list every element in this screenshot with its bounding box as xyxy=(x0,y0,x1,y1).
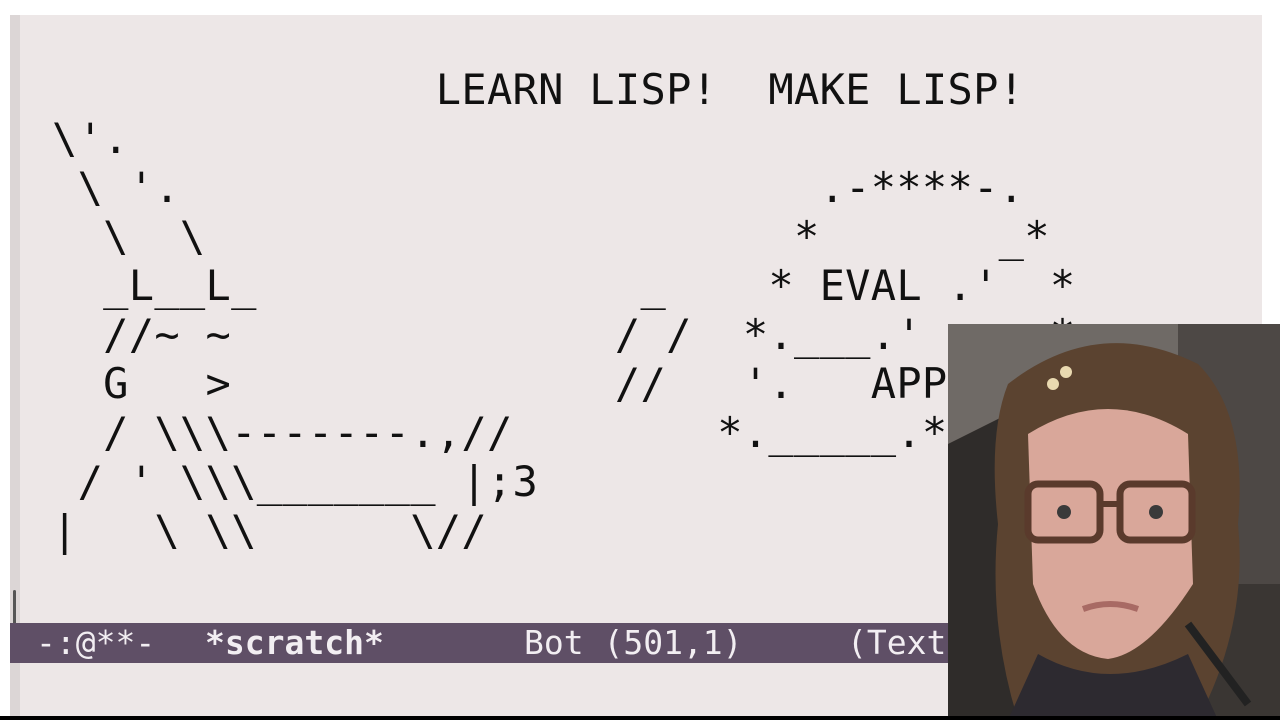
bottom-window-edge xyxy=(0,716,1280,720)
mode-line-major-mode[interactable]: (Text xyxy=(847,623,947,662)
top-window-edge xyxy=(0,0,1280,15)
scratch-buffer-text-area[interactable]: LEARN LISP! MAKE LISP! \'. \ '. .-****-.… xyxy=(20,15,1262,623)
ascii-art-text: LEARN LISP! MAKE LISP! \'. \ '. .-****-.… xyxy=(52,65,1076,555)
minibuffer-fringe xyxy=(10,663,20,716)
right-window-edge xyxy=(1262,15,1280,325)
webcam-person-image xyxy=(948,324,1280,720)
left-window-edge xyxy=(0,15,10,716)
mode-line-buffer-name[interactable]: *scratch* xyxy=(205,623,384,662)
left-fringe-scrollbar[interactable] xyxy=(10,15,20,716)
webcam-overlay xyxy=(948,324,1280,720)
mode-line-position: Bot (501,1) xyxy=(524,623,743,662)
mode-line-modified-status: -:@**- xyxy=(36,623,156,662)
